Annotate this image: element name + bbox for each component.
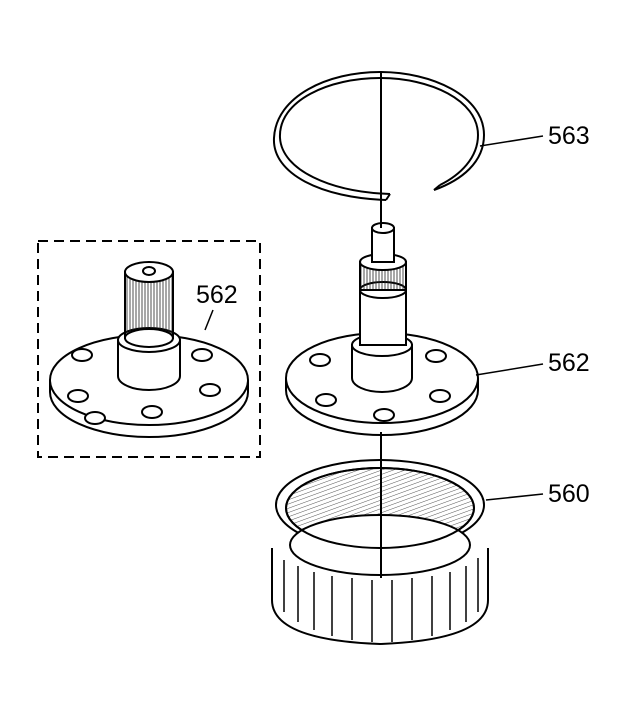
ring-gear-part [271,459,489,646]
callout-560: 560 [548,480,590,508]
sun-gear-shaft-part [285,222,479,436]
snap-ring-part [272,70,486,201]
sun-gear-shaft-alt-part [49,261,249,438]
callout-562-inset: 562 [196,281,238,309]
leader-lines [204,135,544,501]
inset-detail-box [37,240,261,458]
callout-563: 563 [548,122,590,150]
callout-562: 562 [548,349,590,377]
